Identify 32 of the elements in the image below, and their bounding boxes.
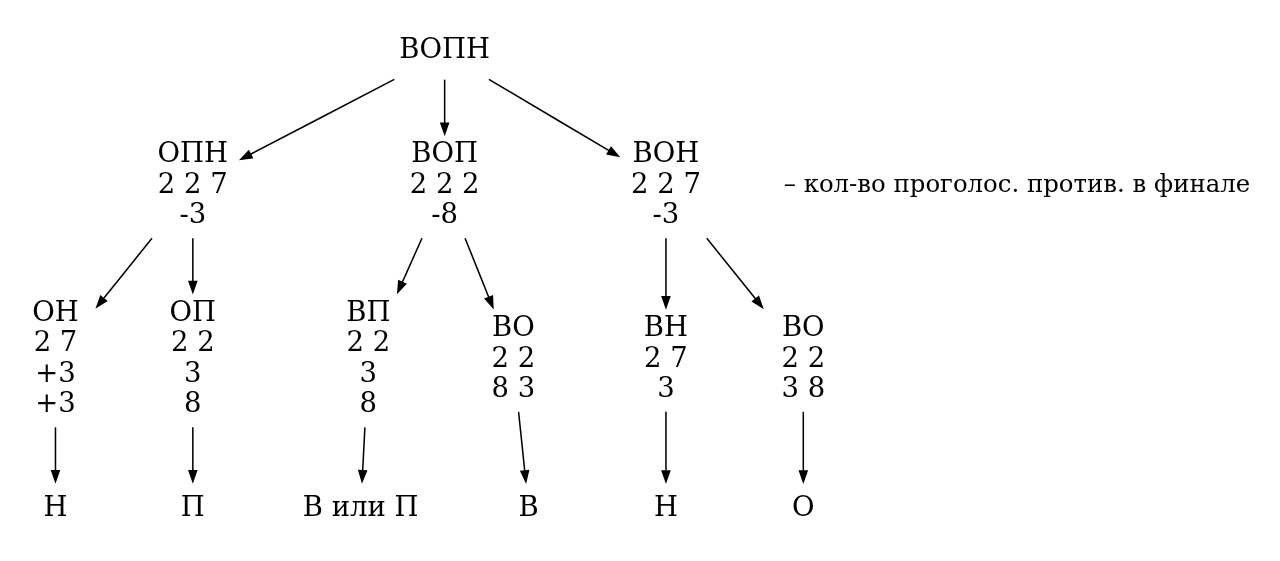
node-text: ВП 2 2 3 8 xyxy=(346,295,391,419)
arrow xyxy=(188,237,198,295)
node-text: В xyxy=(518,491,539,523)
node-text: П xyxy=(180,491,205,523)
node-text: ВОПН xyxy=(399,33,490,65)
node-text: В или П xyxy=(302,491,419,523)
node-text: ВО 2 2 8 3 xyxy=(491,311,536,404)
label: – кол-во проголос. против. в финале xyxy=(783,168,1251,198)
node-text: ОП 2 2 3 8 xyxy=(169,295,217,419)
arrow xyxy=(357,426,368,484)
node-text: Н xyxy=(43,491,68,523)
arrow xyxy=(238,78,396,161)
arrow xyxy=(661,411,671,484)
arrow xyxy=(798,411,809,484)
node-text: ОПН 2 2 7 -3 xyxy=(157,137,229,230)
node-text: ВОП 2 2 2 -8 xyxy=(409,137,480,230)
arrow xyxy=(396,237,423,295)
node-text: ОН 2 7 +3 +3 xyxy=(32,295,79,419)
node-text: Н xyxy=(653,491,678,523)
arrow xyxy=(661,237,671,310)
arrow xyxy=(517,411,530,484)
arrow xyxy=(50,426,61,484)
node-text: ВО 2 2 3 8 xyxy=(781,311,826,404)
arrow xyxy=(464,237,494,310)
node-text: ВОН 2 2 7 -3 xyxy=(630,137,701,230)
node-text: О xyxy=(792,491,815,523)
arrow xyxy=(439,78,450,137)
arrow xyxy=(95,237,153,309)
arrow xyxy=(706,237,764,310)
arrow xyxy=(188,426,198,484)
arrow xyxy=(488,78,621,158)
node-text: ВН 2 7 3 xyxy=(643,311,689,404)
